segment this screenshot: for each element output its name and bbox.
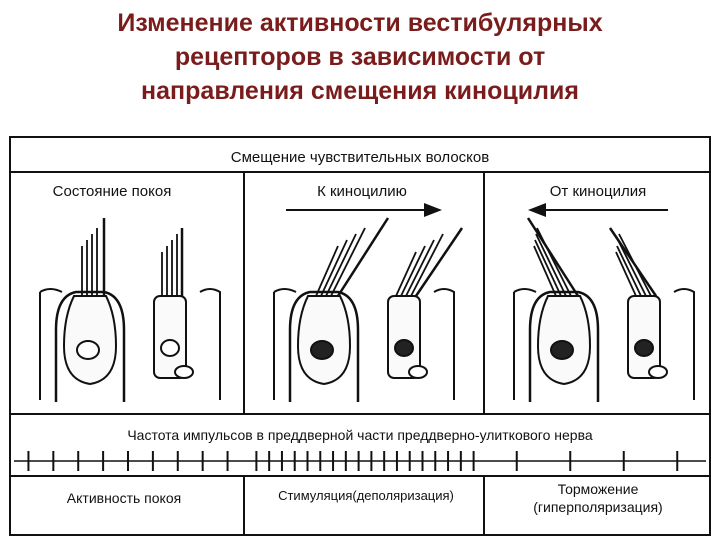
impulse-ticks-group [27, 451, 679, 471]
type-2-hair-cell [387, 295, 421, 379]
kinocilium [414, 227, 464, 297]
bottom-label-rest: Активность покоя [67, 490, 181, 506]
bottom-label-inhibition: Торможение [558, 481, 639, 497]
stereocilium [410, 233, 444, 297]
cell-nucleus [634, 339, 654, 357]
bottom-label-hyperpolarization: (гиперполяризация) [533, 499, 662, 515]
panel-label-away: От киноцилия [550, 183, 647, 200]
title-line-1: Изменение активности вестибулярных [117, 9, 603, 37]
title-line-2: рецепторов в зависимости от [174, 43, 546, 71]
epithelium-line [39, 288, 63, 400]
stereocilium [535, 233, 567, 297]
stereocilium [395, 251, 417, 297]
stereocilium [615, 251, 637, 297]
stereocilium [330, 227, 366, 297]
panel-label-toward: К киноцилию [317, 183, 407, 200]
stereocilium [315, 245, 339, 297]
arrow-left-icon [528, 203, 668, 217]
arrow-right-icon [286, 203, 442, 217]
type-2-hair-cell [627, 295, 661, 379]
stereocilium [534, 239, 562, 297]
panel-1-cells [39, 218, 221, 402]
stereocilium [320, 239, 348, 297]
page-title: Изменение активности вестибулярных рецеп… [0, 6, 720, 108]
kinocilium [608, 227, 658, 297]
nerve-bouton [408, 365, 428, 379]
cell-nucleus [76, 340, 100, 360]
hair-cells-group [39, 217, 695, 402]
stereocilium [533, 245, 557, 297]
type-1-hair-cell [62, 295, 118, 386]
calyx-nerve-ending [54, 290, 126, 402]
epithelium-line [673, 288, 695, 400]
epithelium-line [199, 288, 221, 400]
header-label: Смещение чувствительных волосков [231, 149, 490, 166]
bottom-label-stimulation: Стимуляция(деполяризация) [278, 488, 454, 503]
stereocilium [405, 239, 435, 297]
panel-3-cells [513, 217, 695, 402]
nerve-bouton [174, 365, 194, 379]
stereocilium [325, 233, 357, 297]
stereocilium [617, 239, 647, 297]
type-1-hair-cell [536, 295, 592, 386]
type-1-hair-cell [296, 295, 352, 386]
epithelium-line [273, 288, 297, 400]
title-line-3: направления смещения киноцилия [141, 77, 579, 105]
impulse-title: Частота импульсов в преддверной части пр… [127, 427, 593, 443]
calyx-nerve-ending [288, 290, 360, 402]
cell-nucleus [550, 340, 574, 360]
panel-2-cells [273, 217, 464, 402]
epithelium-line [513, 288, 537, 400]
stereocilium [400, 245, 426, 297]
type-2-hair-cell [153, 295, 187, 379]
diagram-frame [9, 136, 711, 536]
cell-nucleus [310, 340, 334, 360]
epithelium-line [433, 288, 455, 400]
kinocilium [526, 217, 580, 297]
nerve-bouton [648, 365, 668, 379]
cell-nucleus [394, 339, 414, 357]
kinocilium [336, 217, 390, 297]
stereocilium [616, 245, 642, 297]
panel-label-rest: Состояние покоя [53, 183, 172, 200]
cell-nucleus [160, 339, 180, 357]
